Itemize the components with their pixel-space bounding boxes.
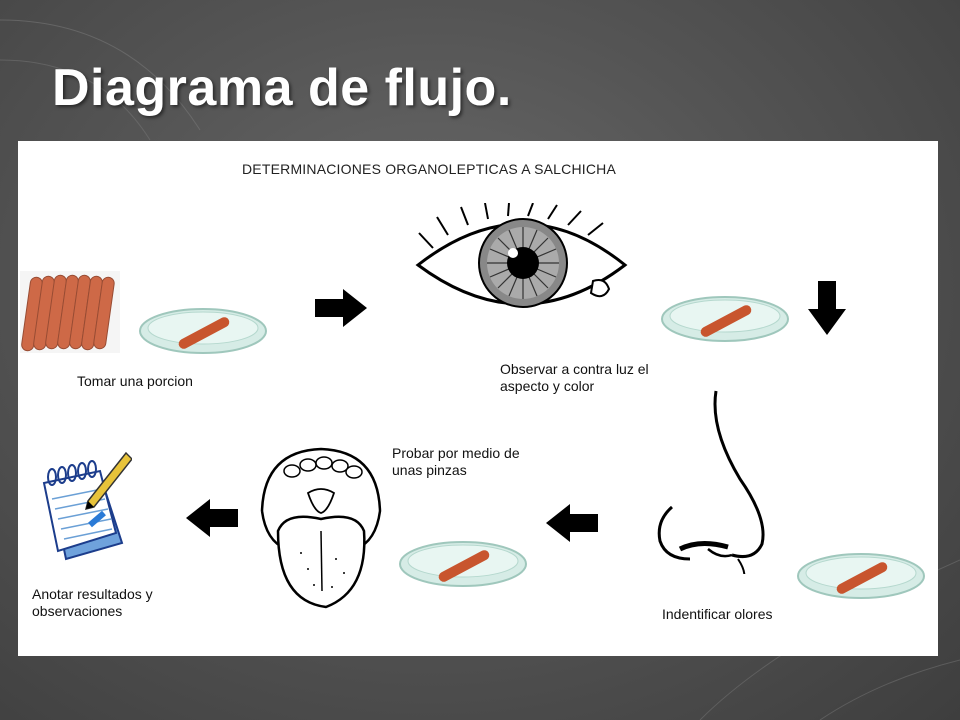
notepad-icon — [42, 451, 132, 561]
left-arrow-icon — [186, 499, 238, 537]
sausage-package-icon — [20, 271, 120, 353]
petri-dish-icon — [661, 296, 789, 342]
step-label-tomar: Tomar una porcion — [77, 373, 193, 389]
down-arrow-icon — [808, 281, 846, 335]
petri-dish-icon — [797, 553, 925, 599]
step-label-identificar: Indentificar olores — [662, 606, 773, 622]
nose-icon — [657, 390, 765, 574]
step-label-observar: Observar a contra luz el aspecto y color — [500, 361, 649, 394]
flowchart-panel: DETERMINACIONES ORGANOLEPTICAS A SALCHIC… — [18, 141, 938, 656]
mouth-tongue-icon — [260, 447, 382, 609]
eye-icon — [415, 203, 628, 308]
step-label-probar: Probar por medio de unas pinzas — [392, 445, 520, 478]
slide-title: Diagrama de flujo. — [52, 59, 512, 117]
petri-dish-icon — [139, 308, 267, 354]
petri-dish-icon — [399, 541, 527, 587]
step-label-anotar: Anotar resultados y observaciones — [32, 586, 153, 619]
right-arrow-icon — [315, 289, 367, 327]
diagram-heading: DETERMINACIONES ORGANOLEPTICAS A SALCHIC… — [242, 161, 617, 177]
left-arrow-icon — [546, 504, 598, 542]
